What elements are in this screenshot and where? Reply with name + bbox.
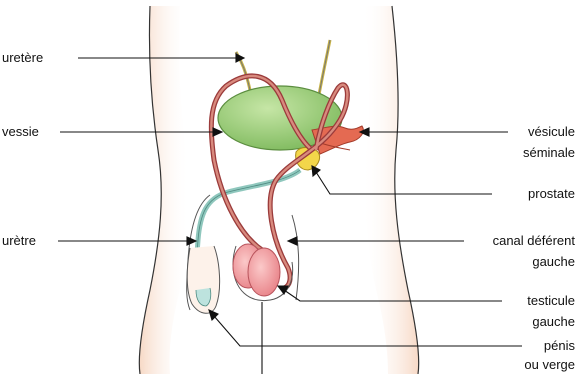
- label-seminal-vesicle-line1: vésicule: [528, 124, 575, 140]
- label-vas-deferens-line1: canal déférent: [493, 233, 575, 249]
- label-prostate: prostate: [528, 186, 575, 202]
- penis: [187, 246, 219, 313]
- label-vas-deferens-line2: gauche: [532, 254, 575, 270]
- label-penis-line1: pénis: [544, 338, 575, 354]
- label-bladder: vessie: [2, 124, 39, 140]
- label-testicle-line1: testicule: [527, 293, 575, 309]
- label-seminal-vesicle-line2: séminale: [523, 145, 575, 161]
- label-penis-line2: ou verge: [524, 357, 575, 373]
- label-ureter: uretère: [2, 50, 43, 66]
- body-outline-right: [362, 6, 419, 374]
- label-urethra: urètre: [2, 233, 36, 249]
- body-outline-left: [139, 6, 189, 374]
- label-testicle-line2: gauche: [532, 314, 575, 330]
